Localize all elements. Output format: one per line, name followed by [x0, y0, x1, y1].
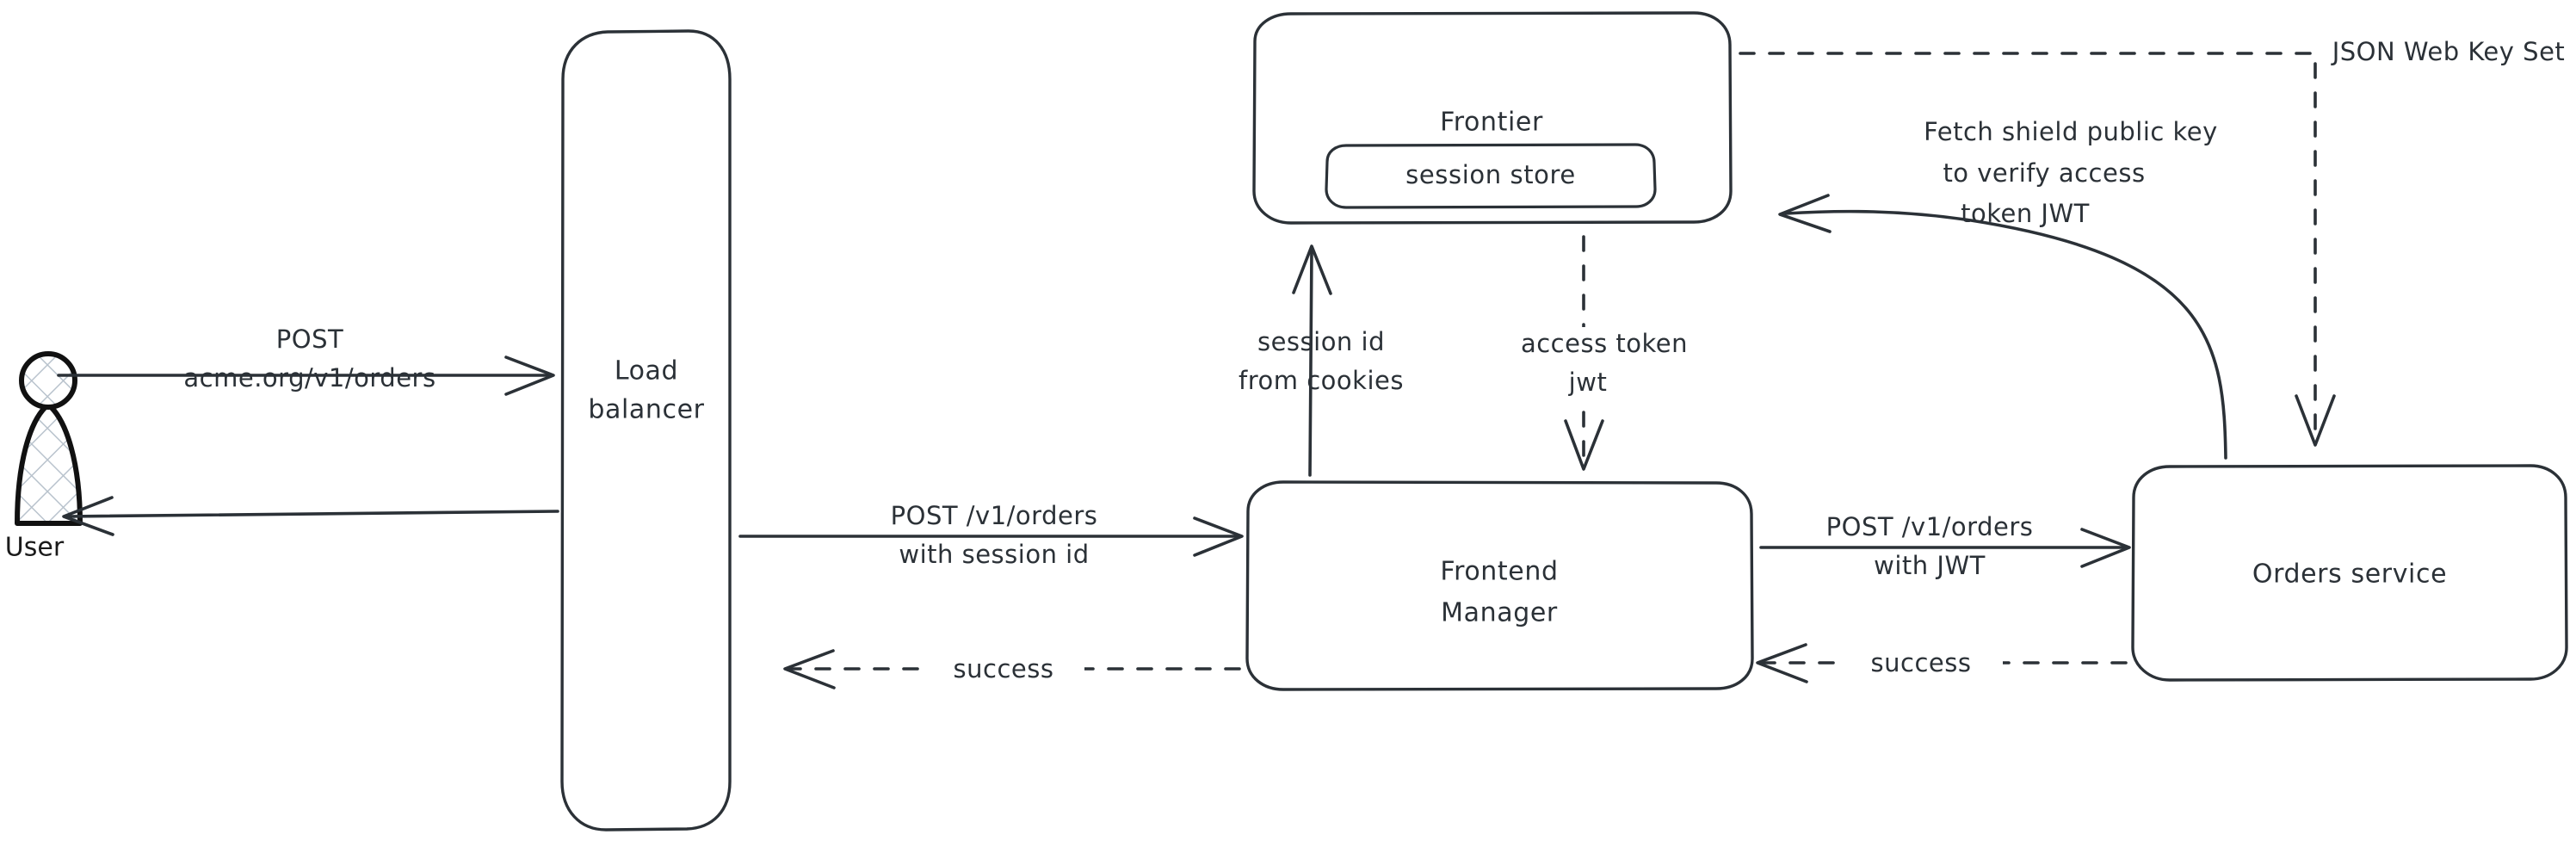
edge-fm-to-orders-label-line2: with JWT: [1874, 551, 1986, 580]
node-frontier-label: Frontier: [1440, 108, 1543, 138]
edge-jwks-label: JSON Web Key Set: [2331, 37, 2566, 66]
edge-fm-to-frontier-label-line2: from cookies: [1239, 366, 1404, 395]
edge-orders-to-frontier-label-line1: Fetch shield public key: [1924, 117, 2218, 146]
edge-frontier-to-frontend-manager: access token jwt: [1501, 235, 1708, 471]
edge-fm-to-orders-label-line1: POST /v1/orders: [1826, 512, 2034, 541]
edge-load-balancer-to-frontend-manager: POST /v1/orders with session id: [738, 501, 1244, 569]
edge-orders-service-to-frontend-manager: success: [1756, 643, 2128, 683]
node-session-store[interactable]: session store: [1325, 143, 1657, 209]
node-load-balancer-label-line1: Load: [615, 356, 678, 386]
node-orders-service[interactable]: Orders service: [2131, 464, 2568, 682]
edge-user-to-lb-label-line2: acme.org/v1/orders: [183, 363, 436, 393]
edge-orders-to-fm-label: success: [1871, 648, 1972, 677]
edge-user-to-load-balancer: POST acme.org/v1/orders: [57, 325, 555, 396]
edge-lb-to-fm-label-line1: POST /v1/orders: [891, 501, 1098, 530]
edge-fm-to-frontier-label-line1: session id: [1257, 327, 1385, 356]
node-frontend-manager-label-line1: Frontend: [1440, 557, 1558, 587]
person-icon: [15, 351, 83, 526]
edge-frontend-manager-to-frontier: session id from cookies: [1239, 244, 1404, 477]
edge-frontier-to-fm-label-line1: access token: [1521, 329, 1688, 358]
edge-fm-to-lb-label: success: [954, 654, 1054, 683]
node-frontier[interactable]: Frontier session store: [1252, 11, 1733, 225]
edge-orders-to-frontier-label-line2: to verify access: [1943, 158, 2145, 188]
node-orders-service-label: Orders service: [2252, 560, 2447, 590]
actor-user: User: [5, 351, 83, 563]
edge-frontier-to-orders-jwks: JSON Web Key Set: [1739, 31, 2576, 447]
actor-user-label: User: [5, 533, 65, 563]
edge-orders-to-frontier-label-line3: token JWT: [1961, 199, 2090, 228]
edge-orders-service-to-frontier: Fetch shield public key to verify access…: [1778, 117, 2227, 460]
edge-user-to-lb-label-line1: POST: [276, 325, 343, 354]
node-load-balancer-label-line2: balancer: [588, 395, 704, 425]
edge-frontend-manager-to-load-balancer: success: [783, 649, 1241, 689]
edge-frontend-manager-to-orders-service: POST /v1/orders with JWT: [1759, 512, 2131, 580]
node-session-store-label: session store: [1405, 160, 1576, 189]
edge-lb-to-fm-label-line2: with session id: [899, 540, 1089, 569]
node-frontend-manager-label-line2: Manager: [1441, 598, 1558, 628]
node-load-balancer[interactable]: Load balancer: [560, 29, 732, 832]
edge-frontier-to-fm-label-line2: jwt: [1568, 368, 1608, 397]
edge-load-balancer-to-user: [62, 496, 559, 536]
node-frontend-manager[interactable]: Frontend Manager: [1245, 480, 1754, 691]
